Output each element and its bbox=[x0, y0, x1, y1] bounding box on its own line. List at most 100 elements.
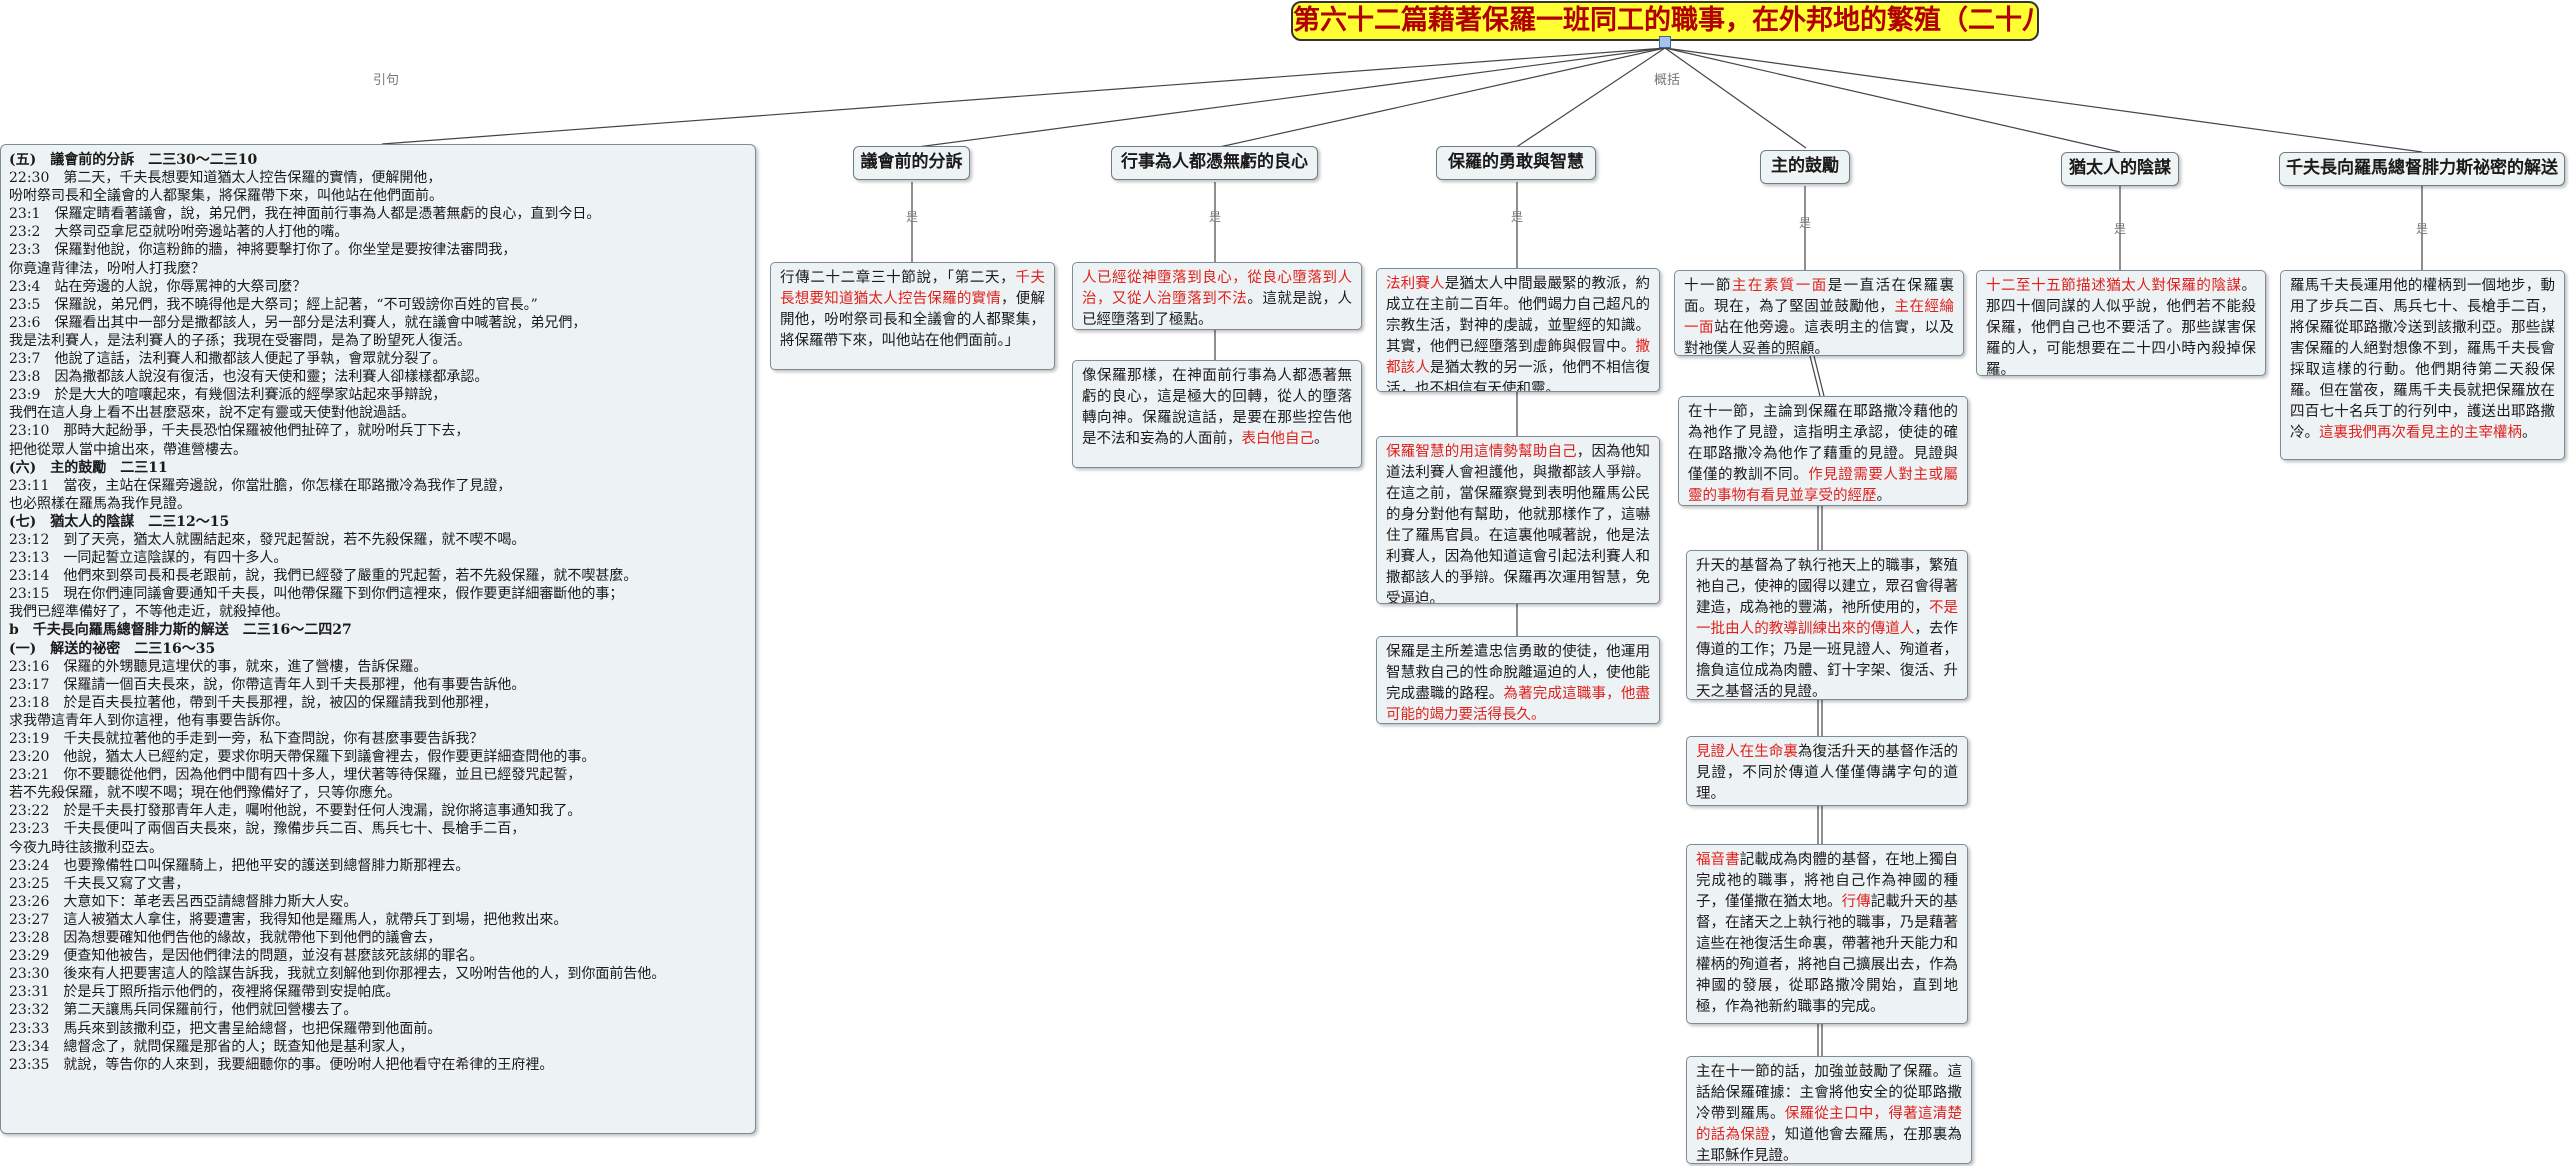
note-conscience-turn[interactable]: 像保羅那樣，在神面前行事為人都憑著無虧的良心，這是極大的回轉，從人的墮落轉向神。… bbox=[1072, 360, 1362, 468]
highlight-text: 人已經從神墮落到良心，從良心墮落到人治，又從人治墮落到不法 bbox=[1082, 270, 1352, 307]
note-text: 。 bbox=[1876, 488, 1892, 504]
quote-line: 23:10 那時大起紛爭，千夫長恐怕保羅被他們扯碎了，就吩咐兵丁下去， bbox=[9, 423, 470, 440]
topic-jews-plot[interactable]: 猶太人的陰謀 bbox=[2061, 152, 2179, 186]
quote-line: 23:34 總督念了，就問保羅是那省的人；既查知他是基利家人， bbox=[9, 1038, 414, 1055]
quote-line: 22:30 第二天，千夫長想要知道猶太人控告保羅的實情，便解開他， bbox=[9, 170, 442, 187]
note-text: 十一節 bbox=[1684, 278, 1732, 294]
link-label: 是 bbox=[1511, 210, 1524, 224]
quote-line: (一) 解送的祕密 二三16～35 bbox=[9, 640, 216, 657]
scripture-quote-box[interactable]: (五) 議會前的分訴 二三30～二三10 22:30 第二天，千夫長想要知道猶太人… bbox=[0, 144, 756, 1134]
note-pharisees-sadducees[interactable]: 法利賽人是猶太人中間最嚴緊的教派，約成立在主前二百年。他們竭力自己超凡的宗教生活… bbox=[1376, 268, 1660, 392]
note-gospels-acts[interactable]: 福音書記載成為肉體的基督，在地上獨自完成祂的職事，將祂自己作為神國的種子，僅僅撒… bbox=[1686, 844, 1968, 1024]
highlight-text: 作見證需要人對主或屬靈的事物有看見並享受的經歷 bbox=[1688, 467, 1959, 504]
quote-line: 23:20 他說，猶太人已經約定，要求你明天帶保羅下到議會裡去，假作要更詳細查問… bbox=[9, 749, 596, 766]
link-label: 是 bbox=[1799, 216, 1812, 230]
note-assurance[interactable]: 主在十一節的話，加強並鼓勵了保羅。這話給保羅確據：主會將他安全的從耶路撒冷帶到羅… bbox=[1686, 1056, 1972, 1164]
note-text: 行傳二十二章三十節說，「第二天， bbox=[780, 270, 1016, 286]
quote-line: 23:29 便查知他被告，是因他們律法的問題，並沒有甚麼該死該綁的罪名。 bbox=[9, 948, 484, 965]
highlight-text: 表白他自己 bbox=[1241, 431, 1315, 447]
note-text: 記載升天的基督，在諸天之上執行祂的職事，乃是藉著這些在祂復活生命裏，帶著祂升天能… bbox=[1696, 894, 1959, 1015]
note-text: ，便解開他，吩咐祭司長和全議會的人都聚集，將保羅帶下來，叫他站在他們面前。」 bbox=[780, 291, 1046, 349]
note-text: 升天的基督為了執行祂天上的職事，繁殖祂自己，使神的國得以建立，眾召會得著建造，成… bbox=[1696, 558, 1958, 616]
quote-line: 我們在這人身上看不出甚麼惡來，說不定有靈或天使對他說過話。 bbox=[9, 405, 415, 422]
branch-label-summary: 概括 bbox=[1654, 73, 1681, 88]
highlight-text: 法利賽人 bbox=[1386, 276, 1445, 292]
topic-council-defense[interactable]: 議會前的分訴 bbox=[853, 146, 970, 180]
quote-line: 23:25 千夫長又寫了文書， bbox=[9, 875, 190, 892]
highlight-text: 不是一批由人的教導訓練出來的傳道人 bbox=[1696, 600, 1959, 637]
quote-line: 23:1 保羅定睛看著議會，說，弟兄們，我在神面前行事為人都是憑著無虧的良心，直… bbox=[9, 206, 601, 223]
note-text: 羅馬千夫長運用他的權柄到一個地步，動用了步兵二百、馬兵七十、長槍手二百，將保羅從… bbox=[2290, 278, 2555, 441]
quote-line: 23:9 於是大大的喧嚷起來，有幾個法利賽派的經學家站起來爭辯說， bbox=[9, 387, 447, 404]
note-forty-conspirators[interactable]: 十二至十五節描述猶太人對保羅的陰謀。那四十個同謀的人似乎說，他們若不能殺保羅，他… bbox=[1976, 270, 2266, 376]
note-text: 在十一節，主論到保羅在耶路撒冷藉他的為祂作了見證，這指明主承認，使徒的確在耶路撒… bbox=[1688, 404, 1958, 483]
quote-line: b 千夫長向羅馬總督腓力斯的解送 二三16～二四27 bbox=[9, 622, 352, 639]
quote-line: 23:21 你不要聽從他們，因為他們中間有四十多人，埋伏著等待保羅，並且已經發咒… bbox=[9, 767, 582, 784]
quote-line: 23:7 他說了這話，法利賽人和撒都該人便起了爭執，會眾就分裂了。 bbox=[9, 351, 447, 368]
quote-line: 23:18 於是百夫長拉著他，帶到千夫長那裡，說，被囚的保羅請我到他那裡， bbox=[9, 694, 498, 711]
quote-line: (五) 議會前的分訴 二三30～二三10 bbox=[9, 152, 258, 168]
quote-line: 23:32 第二天讓馬兵同保羅前行，他們就回營樓去了。 bbox=[9, 1002, 358, 1019]
quote-line: 23:14 他們來到祭司長和長老跟前，說，我們已經發了嚴重的咒起誓，若不先殺保羅… bbox=[9, 568, 638, 585]
note-conscience-fall[interactable]: 人已經從神墮落到良心，從良心墮落到人治，又從人治墮落到不法。這就是說，人已經墮落… bbox=[1072, 262, 1362, 330]
link-label: 是 bbox=[1209, 210, 1222, 224]
quote-line: 23:13 一同起誓立這陰謀的，有四十多人。 bbox=[9, 550, 288, 567]
highlight-text: 為著完成這職事，他盡可能的竭力要活得長久。 bbox=[1386, 686, 1651, 723]
quote-line: 也必照樣在羅馬為我作見證。 bbox=[9, 495, 191, 512]
topic-courage-wisdom[interactable]: 保羅的勇敢與智慧 bbox=[1436, 146, 1596, 180]
note-text: 。那四十個同謀的人似乎說，他們若不能殺保羅，他們自己也不要活了。那些謀害保羅的人… bbox=[1986, 278, 2256, 376]
quote-line: 23:35 就說，等告你的人來到，我要細聽你的事。便吩咐人把他看守在希律的王府裡… bbox=[9, 1056, 554, 1073]
highlight-text: 撒都該人 bbox=[1386, 339, 1650, 376]
note-text: 是一直活在保羅裏面。現在，為了堅固並鼓勵他， bbox=[1684, 278, 1954, 315]
note-testimony[interactable]: 在十一節，主論到保羅在耶路撒冷藉他的為祂作了見證，這指明主承認，使徒的確在耶路撒… bbox=[1678, 396, 1968, 506]
highlight-text: 千夫長想要知道猶太人控告保羅的實情 bbox=[780, 270, 1046, 307]
highlight-text: 保羅智慧的用這情勢幫助自己 bbox=[1386, 444, 1577, 460]
quote-line: 把他從眾人當中搶出來，帶進營樓去。 bbox=[9, 441, 247, 458]
branch-label-quote: 引句 bbox=[373, 73, 400, 88]
quote-line: 23:3 保羅對他說，你這粉飾的牆，神將要擊打你了。你坐堂是要按律法審問我， bbox=[9, 242, 517, 259]
quote-line: 23:30 後來有人把要害這人的陰謀告訴我，我就立刻解他到你那裡去，又吩咐告他的… bbox=[9, 966, 666, 983]
note-text: 站在他旁邊。這表明主的信實，以及對祂僕人妥善的照顧。 bbox=[1684, 320, 1955, 356]
note-text: 像保羅那樣，在神面前行事為人都憑著無虧的良心，這是極大的回轉，從人的墮落轉向神。… bbox=[1082, 368, 1352, 447]
note-paul-courage[interactable]: 保羅是主所差遣忠信勇敢的使徒，他運用智慧救自己的性命脫離逼迫的人，使他能完成盡職… bbox=[1376, 636, 1660, 724]
note-council-defense[interactable]: 行傳二十二章三十節說，「第二天，千夫長想要知道猶太人控告保羅的實情，便解開他，吩… bbox=[770, 262, 1055, 370]
quote-line: 23:12 到了天亮，猶太人就團結起來，發咒起誓說，若不先殺保羅，就不喫不喝。 bbox=[9, 531, 526, 548]
note-ascended-christ[interactable]: 升天的基督為了執行祂天上的職事，繁殖祂自己，使神的國得以建立，眾召會得著建造，成… bbox=[1686, 550, 1968, 700]
quote-line: 23:28 因為想要確知他們告他的緣故，我就帶他下到他們的議會去， bbox=[9, 930, 442, 947]
topic-secret-transfer[interactable]: 千夫長向羅馬總督腓力斯祕密的解送 bbox=[2279, 152, 2565, 186]
quote-line: (七) 猶太人的陰謀 二三12～15 bbox=[9, 513, 230, 530]
quote-line: 若不先殺保羅，就不喫不喝；現在他們豫備好了，只等你應允。 bbox=[9, 785, 401, 802]
link-label: 是 bbox=[906, 210, 919, 224]
link-label: 是 bbox=[2416, 222, 2429, 236]
highlight-text: 保羅從主口中，得著這清楚的話為保證 bbox=[1696, 1106, 1962, 1143]
quote-line: 23:11 當夜，主站在保羅旁邊說，你當壯膽，你怎樣在耶路撒冷為我作了見證， bbox=[9, 477, 512, 494]
quote-line: 23:22 於是千夫長打發那青年人走，囑咐他說，不要對任何人洩漏，說你將這事通知… bbox=[9, 803, 582, 820]
quote-line: 吩咐祭司長和全議會的人都聚集，將保羅帶下來，叫他站在他們面前。 bbox=[9, 188, 443, 205]
topic-good-conscience[interactable]: 行事為人都憑無虧的良心 bbox=[1111, 146, 1318, 180]
note-witnesses[interactable]: 見證人在生命裏為復活升天的基督作活的見證，不同於傳道人僅僅傳講字句的道理。 bbox=[1686, 736, 1968, 806]
note-icon[interactable] bbox=[1659, 36, 1671, 48]
quote-line: 23:27 這人被猶太人拿住，將要遭害，我得知他是羅馬人，就帶兵丁到場，把他救出… bbox=[9, 911, 568, 928]
note-text: 保羅是主所差遣忠信勇敢的使徒，他運用智慧救自己的性命脫離逼迫的人，使他能完成盡職… bbox=[1386, 644, 1650, 702]
quote-line: 23:17 保羅請一個百夫長來，說，你帶這青年人到千夫長那裡，他有事要告訴他。 bbox=[9, 676, 526, 693]
note-text: 是猶太教的另一派，他們不相信復活，也不相信有天使和靈。 bbox=[1386, 360, 1651, 392]
quote-line: 23:8 因為撒都該人說沒有復活，也沒有天使和靈；法利賽人卻樣樣都承認。 bbox=[9, 369, 489, 386]
note-lord-standing[interactable]: 十一節主在素質一面是一直活在保羅裏面。現在，為了堅固並鼓勵他，主在經綸一面站在他… bbox=[1674, 270, 1964, 356]
highlight-text: 行傳 bbox=[1841, 894, 1871, 910]
highlight-text: 福音書 bbox=[1696, 852, 1740, 868]
note-text: 。 bbox=[2522, 425, 2537, 441]
root-topic[interactable]: 第六十二篇藉著保羅一班同工的職事，在外邦地的繁殖（二十八） bbox=[1291, 1, 2039, 41]
quote-line: 23:33 馬兵來到該撒利亞，把文書呈給總督，也把保羅帶到他面前。 bbox=[9, 1020, 442, 1037]
quote-line: 23:16 保羅的外甥聽見這埋伏的事，就來，進了營樓，告訴保羅。 bbox=[9, 658, 428, 675]
quote-line: 我們已經準備好了，不等他走近，就殺掉他。 bbox=[9, 604, 289, 621]
quote-line: 23:2 大祭司亞拿尼亞就吩咐旁邊站著的人打他的嘴。 bbox=[9, 224, 349, 241]
highlight-text: 主在經綸一面 bbox=[1684, 299, 1955, 336]
topic-lords-encouragement[interactable]: 主的鼓勵 bbox=[1760, 150, 1850, 184]
note-text: 。 bbox=[1314, 431, 1329, 447]
quote-line: 23:19 千夫長就拉著他的手走到一旁，私下查問說，你有甚麼事要告訴我？ bbox=[9, 731, 484, 747]
note-text: 是猶太人中間最嚴緊的教派，約成立在主前二百年。他們竭力自己超凡的宗教生活，對神的… bbox=[1386, 276, 1651, 355]
note-text: 為復活升天的基督作活的見證，不同於傳道人僅僅傳講字句的道理。 bbox=[1696, 744, 1959, 802]
note-paul-wisdom[interactable]: 保羅智慧的用這情勢幫助自己，因為他知道法利賽人會袒護他，與撒都該人爭辯。在這之前… bbox=[1376, 436, 1660, 604]
note-text: ，知道他會去羅馬，在那裏為主耶穌作見證。 bbox=[1696, 1127, 1963, 1164]
note-roman-escort[interactable]: 羅馬千夫長運用他的權柄到一個地步，動用了步兵二百、馬兵七十、長槍手二百，將保羅從… bbox=[2280, 270, 2565, 460]
